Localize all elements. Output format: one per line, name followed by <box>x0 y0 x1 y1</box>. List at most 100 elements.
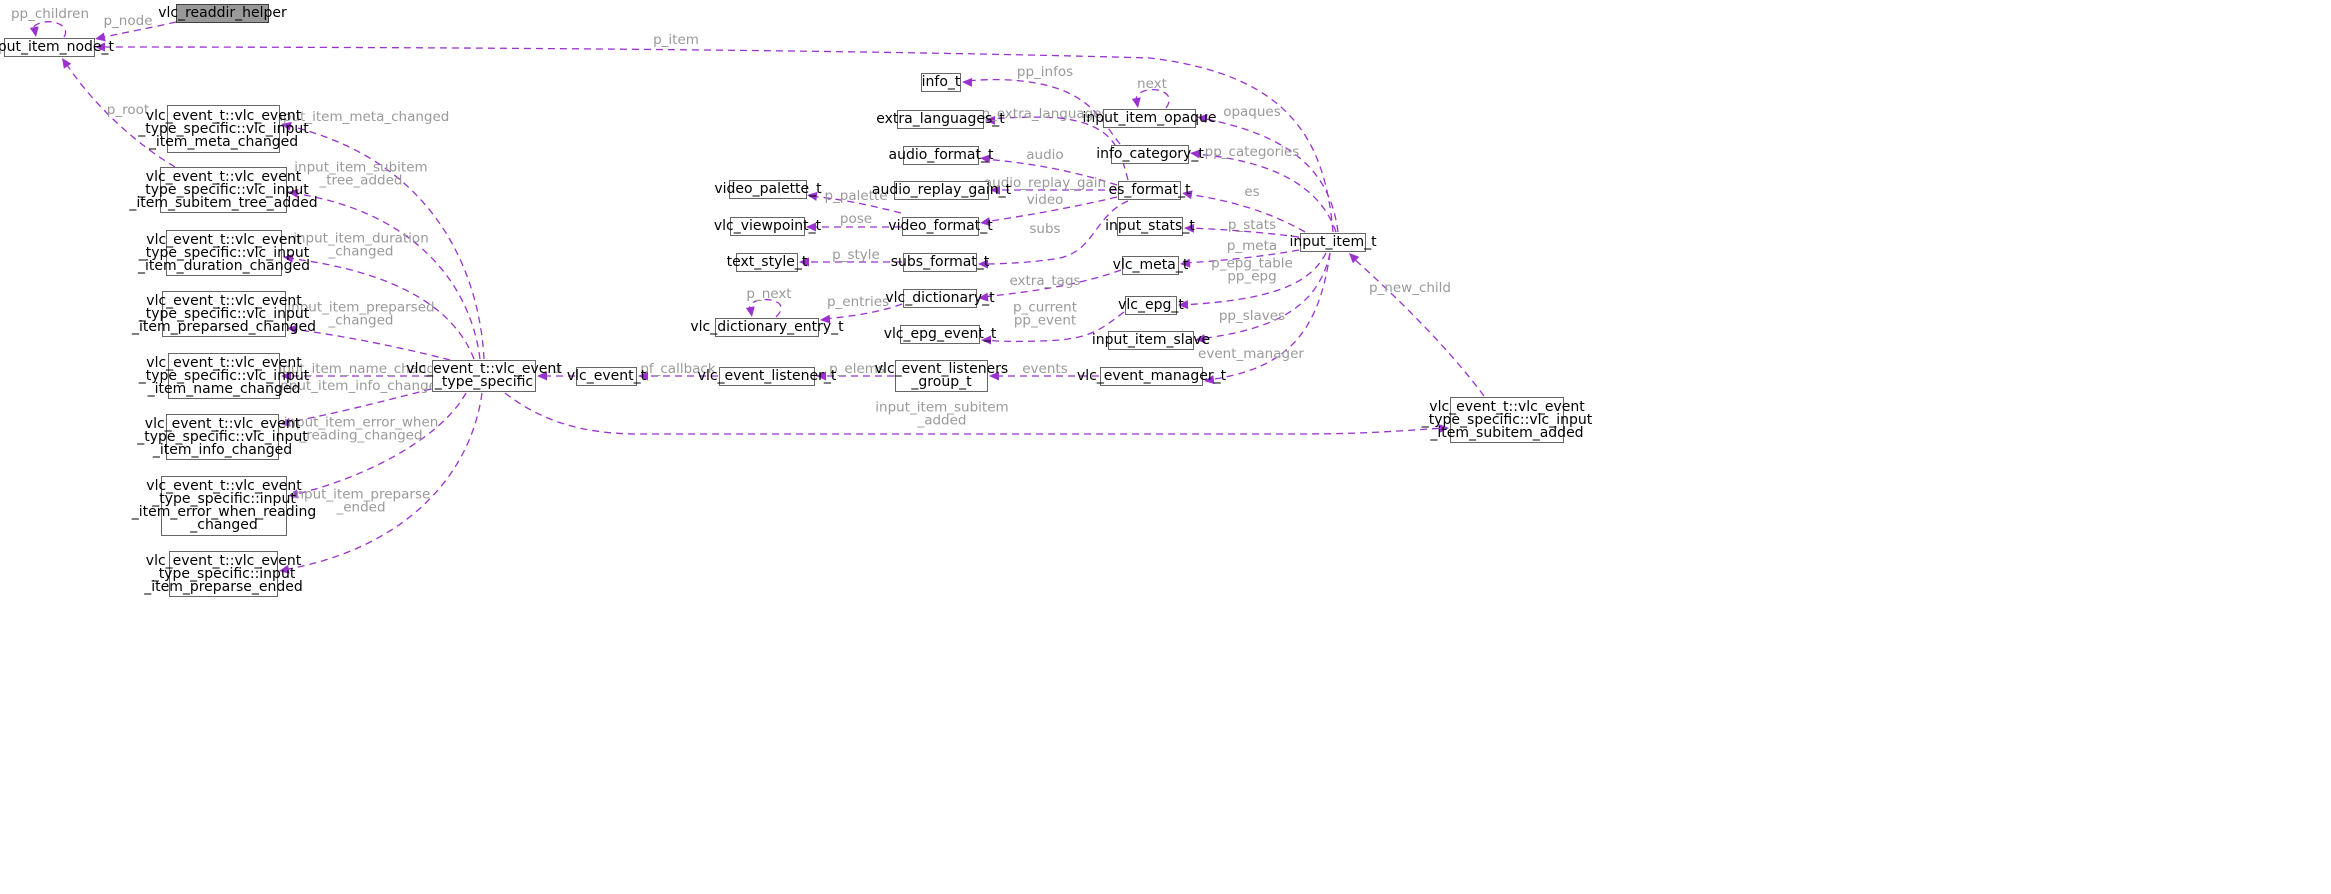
edge-label: input_item_subitem_tree_added <box>294 160 427 189</box>
edge-pose: pose <box>806 211 901 232</box>
edge-label: p_palette <box>824 188 887 204</box>
edge-label: pp_children <box>11 6 89 22</box>
edge-arrowhead <box>962 77 973 87</box>
node-video-palette-t[interactable]: video_palette_t <box>714 180 822 199</box>
edge-input-item-preparsed: input_item_preparsed_changed <box>287 300 451 361</box>
node-audio-replay-gain-t[interactable]: audio_replay_gain_t <box>871 181 1012 200</box>
edge-arrowhead <box>1180 258 1191 268</box>
edge-line <box>1183 249 1300 264</box>
node-vlc-dictionary-entry-t[interactable]: vlc_dictionary_entry_t <box>690 318 844 337</box>
node-ev-info-changed[interactable]: vlc_event_t::vlc_event _type_specific::v… <box>137 414 308 460</box>
node-ev-preparsed-changed[interactable]: vlc_event_t::vlc_event _type_specific::v… <box>132 291 316 337</box>
edge-label: input_item_name_changed <box>270 361 452 377</box>
edge-label: input_item_meta_changed <box>271 109 450 125</box>
node-input-item-t[interactable]: input_item_t <box>1289 233 1377 252</box>
edge-input-item-preparse: input_item_preparse_ended <box>279 392 483 574</box>
node-ev-meta-changed[interactable]: vlc_event_t::vlc_event _type_specific::v… <box>138 105 309 153</box>
edge-arrowhead <box>981 335 991 345</box>
edge-video: video <box>980 192 1118 227</box>
edge-label: input_item_subitem_added <box>875 400 1008 429</box>
node-vlc-dictionary-t[interactable]: vlc_dictionary_t <box>885 289 995 308</box>
edge-p-new-child: p_new_child <box>1349 253 1485 397</box>
edge-arrowhead <box>288 188 299 198</box>
edge-arrowhead <box>745 306 755 317</box>
edge-arrowhead <box>1438 424 1449 434</box>
edge-arrowhead <box>820 314 831 324</box>
node-vlc-meta-t[interactable]: vlc_meta_t <box>1112 256 1189 275</box>
edge-label: input_item_error_when_reading_changed <box>284 415 439 444</box>
node-audio-format-t[interactable]: audio_format_t <box>888 146 994 165</box>
edge-arrowhead <box>978 259 988 269</box>
edge-arrowhead <box>280 417 291 427</box>
edge-line <box>286 257 475 360</box>
edge-label: p_extra_languages <box>981 106 1108 122</box>
node-vlc-viewpoint-t[interactable]: vlc_viewpoint_t <box>713 217 822 236</box>
edge-arrowhead <box>985 115 996 125</box>
node-input-item-slave[interactable]: input_item_slave <box>1091 331 1211 350</box>
node-vlc-event-listener-t[interactable]: vlc_event_listener_t <box>697 367 837 386</box>
edge-p-style: p_style <box>799 247 902 267</box>
edge-label: p_next <box>746 286 791 302</box>
edge-pp-slaves: pp_slaves <box>1195 252 1331 344</box>
node-input-item-opaque[interactable]: input_item_opaque <box>1082 109 1217 128</box>
edge-label: event_manager <box>1198 346 1304 362</box>
edge-label: pose <box>840 211 872 227</box>
node-ev-preparse-ended[interactable]: vlc_event_t::vlc_event _type_specific::i… <box>144 551 303 597</box>
edge-arrowhead <box>95 32 106 42</box>
node-vlc-event-manager-t[interactable]: vlc_event_manager_t <box>1076 367 1227 386</box>
edge-arrowhead <box>978 292 989 302</box>
edge-arrowhead <box>1178 300 1189 310</box>
edge-label: input_item_duration_changed <box>293 231 429 260</box>
edge-input-item-name-changed: input_item_name_changed <box>270 361 452 381</box>
edge-arrowhead <box>288 489 299 499</box>
node-ev-subitem-added[interactable]: vlc_event_t::vlc_event _type_specific::v… <box>1422 397 1592 443</box>
edge-arrowhead <box>807 191 818 201</box>
edge-pp-categories: pp_categories <box>1190 144 1337 233</box>
edge-p-node: p_node <box>95 13 177 42</box>
node-extra-languages-t[interactable]: extra_languages_t <box>876 110 1005 129</box>
edge-label: pp_slaves <box>1219 308 1285 324</box>
node-vlc-epg-event-t[interactable]: vlc_epg_event_t <box>883 325 997 344</box>
node-ev-name-changed[interactable]: vlc_event_t::vlc_event _type_specific::v… <box>139 353 309 399</box>
node-video-format-t[interactable]: video_format_t <box>888 217 993 236</box>
edge-line <box>64 61 176 168</box>
node-info-t[interactable]: info_t <box>921 73 961 92</box>
node-text-style-t[interactable]: text_style_t <box>726 253 808 272</box>
edge-line <box>1351 256 1485 397</box>
edge-input-item-meta-changed: input_item_meta_changed <box>271 109 485 360</box>
edge-arrowhead <box>806 222 816 232</box>
node-ev-error-reading[interactable]: vlc_event_t::vlc_event _type_specific::i… <box>132 476 316 536</box>
edge-events: events <box>989 361 1099 381</box>
node-subs-format-t[interactable]: subs_format_t <box>890 253 990 272</box>
edge-line <box>981 269 1122 298</box>
edge-line <box>983 158 1118 186</box>
node-ev-subitem-tree-added[interactable]: vlc_event_t::vlc_event _type_specific::v… <box>129 167 318 213</box>
node-input-item-node-t[interactable]: input_item_node_t <box>0 38 115 57</box>
edge-arrowhead <box>62 58 72 69</box>
edge-label: audio_replay_gain <box>984 175 1106 191</box>
edge-label: p_new_child <box>1369 280 1451 296</box>
edge-label: p_meta <box>1227 238 1277 254</box>
edge-line <box>1185 193 1306 233</box>
node-es-format-t[interactable]: es_format_t <box>1108 181 1191 200</box>
edge-arrowhead <box>95 42 105 52</box>
edge-line <box>1200 117 1339 233</box>
edge-arrowhead <box>279 564 290 574</box>
edge-arrowhead <box>287 324 298 334</box>
node-input-stats-t[interactable]: input_stats_t <box>1105 217 1195 236</box>
node-ev-duration-changed[interactable]: vlc_event_t::vlc_event _type_specific::v… <box>138 230 310 276</box>
edge-p-next: p_next <box>745 286 792 318</box>
edge-arrowhead <box>1190 149 1201 159</box>
edge-line <box>1187 227 1300 238</box>
node-type-specific[interactable]: vlc_event_t::vlc_event _type_specific <box>406 360 562 392</box>
node-info-category-t[interactable]: info_category_t <box>1096 145 1204 164</box>
edge-arrowhead <box>1184 223 1195 233</box>
edge-arrowhead <box>283 253 294 263</box>
node-vlc-readdir-helper[interactable]: vlc_readdir_helper <box>158 4 287 23</box>
edge-u: u <box>537 361 575 381</box>
edge-label: input_item_preparsed_changed <box>287 300 434 329</box>
node-vlc-epg-t[interactable]: vlc_epg_t <box>1118 296 1184 315</box>
node-listeners-group[interactable]: vlc_event_listeners _group_t <box>874 360 1009 392</box>
node-vlc-event-t[interactable]: vlc_event_t <box>566 367 647 386</box>
